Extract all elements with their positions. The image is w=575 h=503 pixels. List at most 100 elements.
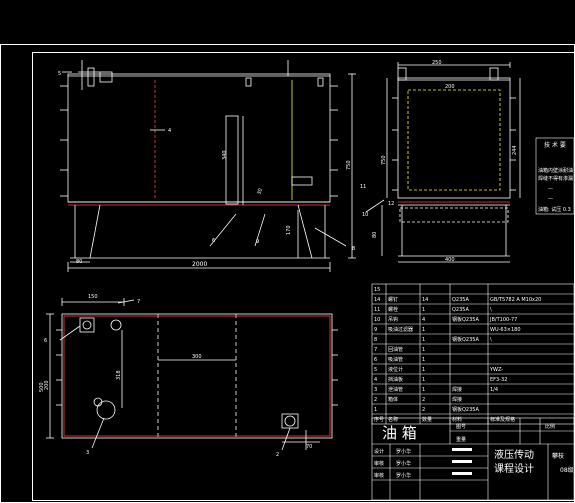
parts-row-14-no: 14 <box>374 297 380 303</box>
parts-row-14-name: 螺钉 <box>388 296 398 303</box>
parts-row-8-mat: 钢板Q235A <box>452 336 479 343</box>
parts-row-7-name: 回油管 <box>388 346 403 353</box>
parts-row-4-name: 挡油板 <box>388 376 403 383</box>
title-weight-label: 重量 <box>456 436 466 443</box>
parts-row-11-qty: 1 <box>422 307 425 313</box>
dim-front-drain: 170 <box>286 225 292 235</box>
title-block <box>371 417 575 501</box>
tech-note-1: 油箱内壁涂耐油 <box>538 167 573 174</box>
parts-row-10-no: 10 <box>374 317 380 323</box>
tech-note-3: — <box>548 186 553 192</box>
parts-row-15-no: 15 <box>374 287 380 293</box>
school-name: 攀枝 <box>552 452 564 460</box>
parts-row-1-no: 1 <box>374 407 377 413</box>
tech-note-5: 油箱: 试压 0.3 <box>538 206 571 213</box>
dim-front-base: 80 <box>76 259 82 265</box>
callout-6b: 6 <box>44 338 47 344</box>
callout-6: 6 <box>212 238 215 244</box>
callout-7: 7 <box>137 299 140 305</box>
dim-front-total: 750 <box>346 160 352 170</box>
parts-row-4-no: 4 <box>374 377 377 383</box>
dim-front-width: 2000 <box>192 261 207 268</box>
parts-row-11-std: \ <box>490 307 492 313</box>
parts-row-11-name: 螺栓 <box>388 306 398 313</box>
parts-row-11-no: 11 <box>374 307 380 313</box>
dim-front-height: 340 <box>222 150 228 160</box>
parts-row-3-std: 1/4 <box>490 387 498 393</box>
parts-row-8-no: 8 <box>374 337 377 343</box>
dim-side-base-left: 80 <box>372 232 378 238</box>
parts-header-qty: 数量 <box>422 416 432 423</box>
parts-row-9-no: 9 <box>374 327 377 333</box>
parts-row-14-std: GB/T5782 A M10x20 <box>490 297 541 303</box>
parts-row-10-std: JB/T100-77 <box>489 317 517 323</box>
parts-row-5-std: YWZ- <box>489 367 503 373</box>
parts-row-8-std: \ <box>490 337 492 343</box>
course-line-2: 课程设计 <box>494 462 534 475</box>
top-view <box>46 298 338 451</box>
parts-row-14-qty: 14 <box>422 297 428 303</box>
dim-top-300: 300 <box>192 354 202 360</box>
approve-label: 审核 <box>374 472 384 479</box>
parts-row-7-no: 7 <box>374 347 377 353</box>
dim-top-200: 200 <box>44 380 50 390</box>
parts-row-2-mat: 焊接 <box>452 396 462 403</box>
callout-12: 12 <box>388 201 394 207</box>
dim-top-150: 150 <box>88 294 98 300</box>
parts-row-3-qty: 1 <box>422 387 425 393</box>
tech-notes-title: 技 术 要 <box>544 141 566 149</box>
dim-side-top: 250 <box>432 60 442 66</box>
parts-row-2-name: 箱体 <box>388 396 398 403</box>
parts-row-7-qty: 1 <box>422 347 425 353</box>
parts-row-3-no: 3 <box>374 387 377 393</box>
parts-row-3-name: 泄油管 <box>388 386 403 393</box>
check-label: 审核 <box>374 460 384 467</box>
parts-row-11-mat: Q235A <box>452 307 469 313</box>
parts-row-9-name: 吸油过滤器 <box>388 326 413 333</box>
parts-row-8-qty: 1 <box>422 337 425 343</box>
tech-note-4: — <box>548 196 553 202</box>
parts-header-no: 序号 <box>374 416 384 423</box>
callout-4: 4 <box>168 128 171 134</box>
parts-header-mat: 材料 <box>452 416 462 423</box>
parts-row-9-std: WU-63×180 <box>490 327 521 333</box>
parts-row-10-qty: 4 <box>422 317 425 323</box>
callout-3: 3 <box>86 450 89 456</box>
dim-side-height: 244 <box>512 145 518 155</box>
parts-row-2-qty: 2 <box>422 397 425 403</box>
design-name: 罗小华 <box>396 448 411 455</box>
callout-10: 10 <box>362 212 368 218</box>
drawing-title: 油 箱 <box>382 424 417 442</box>
tech-note-2: 焊缝不得有渗漏 <box>538 175 573 182</box>
dim-side-base-width: 400 <box>445 257 455 263</box>
parts-row-5-qty: 1 <box>422 367 425 373</box>
dim-top-70: 70 <box>306 444 312 450</box>
parts-row-14-mat: Q235A <box>452 297 469 303</box>
approve-name: 罗小华 <box>396 472 411 479</box>
dim-side-inner: 200 <box>445 84 455 90</box>
parts-row-1-qty: 2 <box>422 407 425 413</box>
parts-row-6-no: 6 <box>374 357 377 363</box>
parts-row-3-mat: 焊接 <box>452 386 462 393</box>
title-scale-label: 比例 <box>545 423 555 430</box>
parts-row-6-qty: 1 <box>422 357 425 363</box>
parts-row-9-qty: 1 <box>422 327 425 333</box>
callout-2: 2 <box>276 452 279 458</box>
check-name: 罗小华 <box>396 460 411 467</box>
parts-row-5-name: 液位计 <box>388 366 403 373</box>
parts-row-5-no: 5 <box>374 367 377 373</box>
title-drawing-no-label: 图号 <box>456 424 466 430</box>
callout-11: 11 <box>360 184 366 190</box>
parts-row-2-no: 2 <box>374 397 377 403</box>
parts-row-1-mat: 钢板Q235A <box>452 406 479 413</box>
dim-side-total: 750 <box>381 155 387 165</box>
inner-frame <box>32 52 575 501</box>
parts-header-name: 名称 <box>388 416 398 423</box>
front-view <box>60 60 356 272</box>
parts-row-4-std: EF3-32 <box>490 377 507 383</box>
parts-row-10-mat: 钢板Q235A <box>452 316 479 323</box>
parts-header-std: 标准及规格 <box>490 416 515 423</box>
class-name: 08级 <box>560 466 574 474</box>
